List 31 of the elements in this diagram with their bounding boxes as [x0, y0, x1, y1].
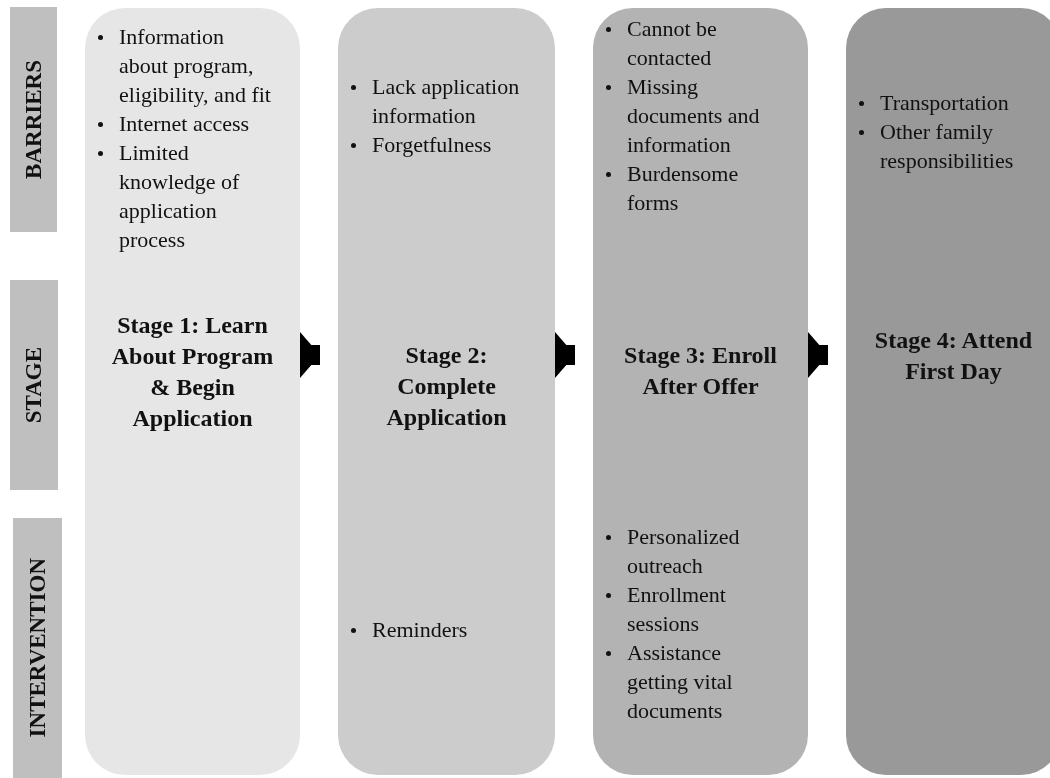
- row-header-text: STAGE: [21, 346, 47, 424]
- bullet-text: Cannot be contacted: [627, 16, 717, 70]
- block-arrow: [300, 332, 320, 378]
- row-header-text: BARRIERS: [20, 60, 47, 179]
- bullet-text: Limited knowledge of application process: [119, 140, 240, 252]
- stage-title: Stage 2: Complete Application: [385, 341, 508, 432]
- stage-title: Stage 4: Attend First Day: [873, 326, 1034, 386]
- block-arrow: [808, 332, 828, 378]
- stage-title: Stage 1: Learn About Program & Begin Application: [110, 311, 275, 433]
- bullet-text: Other family responsibilities: [880, 119, 1014, 173]
- row-header-band: [13, 518, 62, 778]
- stage-column: [85, 8, 300, 775]
- stage-column: [846, 8, 1050, 775]
- stage-column: [338, 8, 555, 775]
- bullet-text: Personalized outreach: [627, 524, 740, 578]
- bullet-text: Missing documents and information: [627, 74, 760, 157]
- bullet-text: Transportation: [880, 90, 1009, 115]
- stage-column: [593, 8, 808, 775]
- bullet-text: Information about program, eligibility, and fit: [119, 24, 271, 107]
- row-header-band: [10, 7, 57, 232]
- bullet-text: Assistance getting vital documents: [627, 640, 733, 723]
- row-header-band: [10, 280, 58, 490]
- bullet-text: Reminders: [372, 617, 468, 642]
- bullet-text: Enrollment sessions: [627, 582, 726, 636]
- row-header-text: INTERVENTION: [24, 558, 51, 738]
- bullet-text: Lack application information: [372, 74, 520, 128]
- block-arrow: [555, 332, 575, 378]
- bullet-text: Internet access: [119, 111, 250, 136]
- bullet-text: Forgetfulness: [372, 132, 492, 157]
- stage-title: Stage 3: Enroll After Offer: [623, 341, 778, 401]
- bullet-text: Burdensome forms: [627, 161, 739, 215]
